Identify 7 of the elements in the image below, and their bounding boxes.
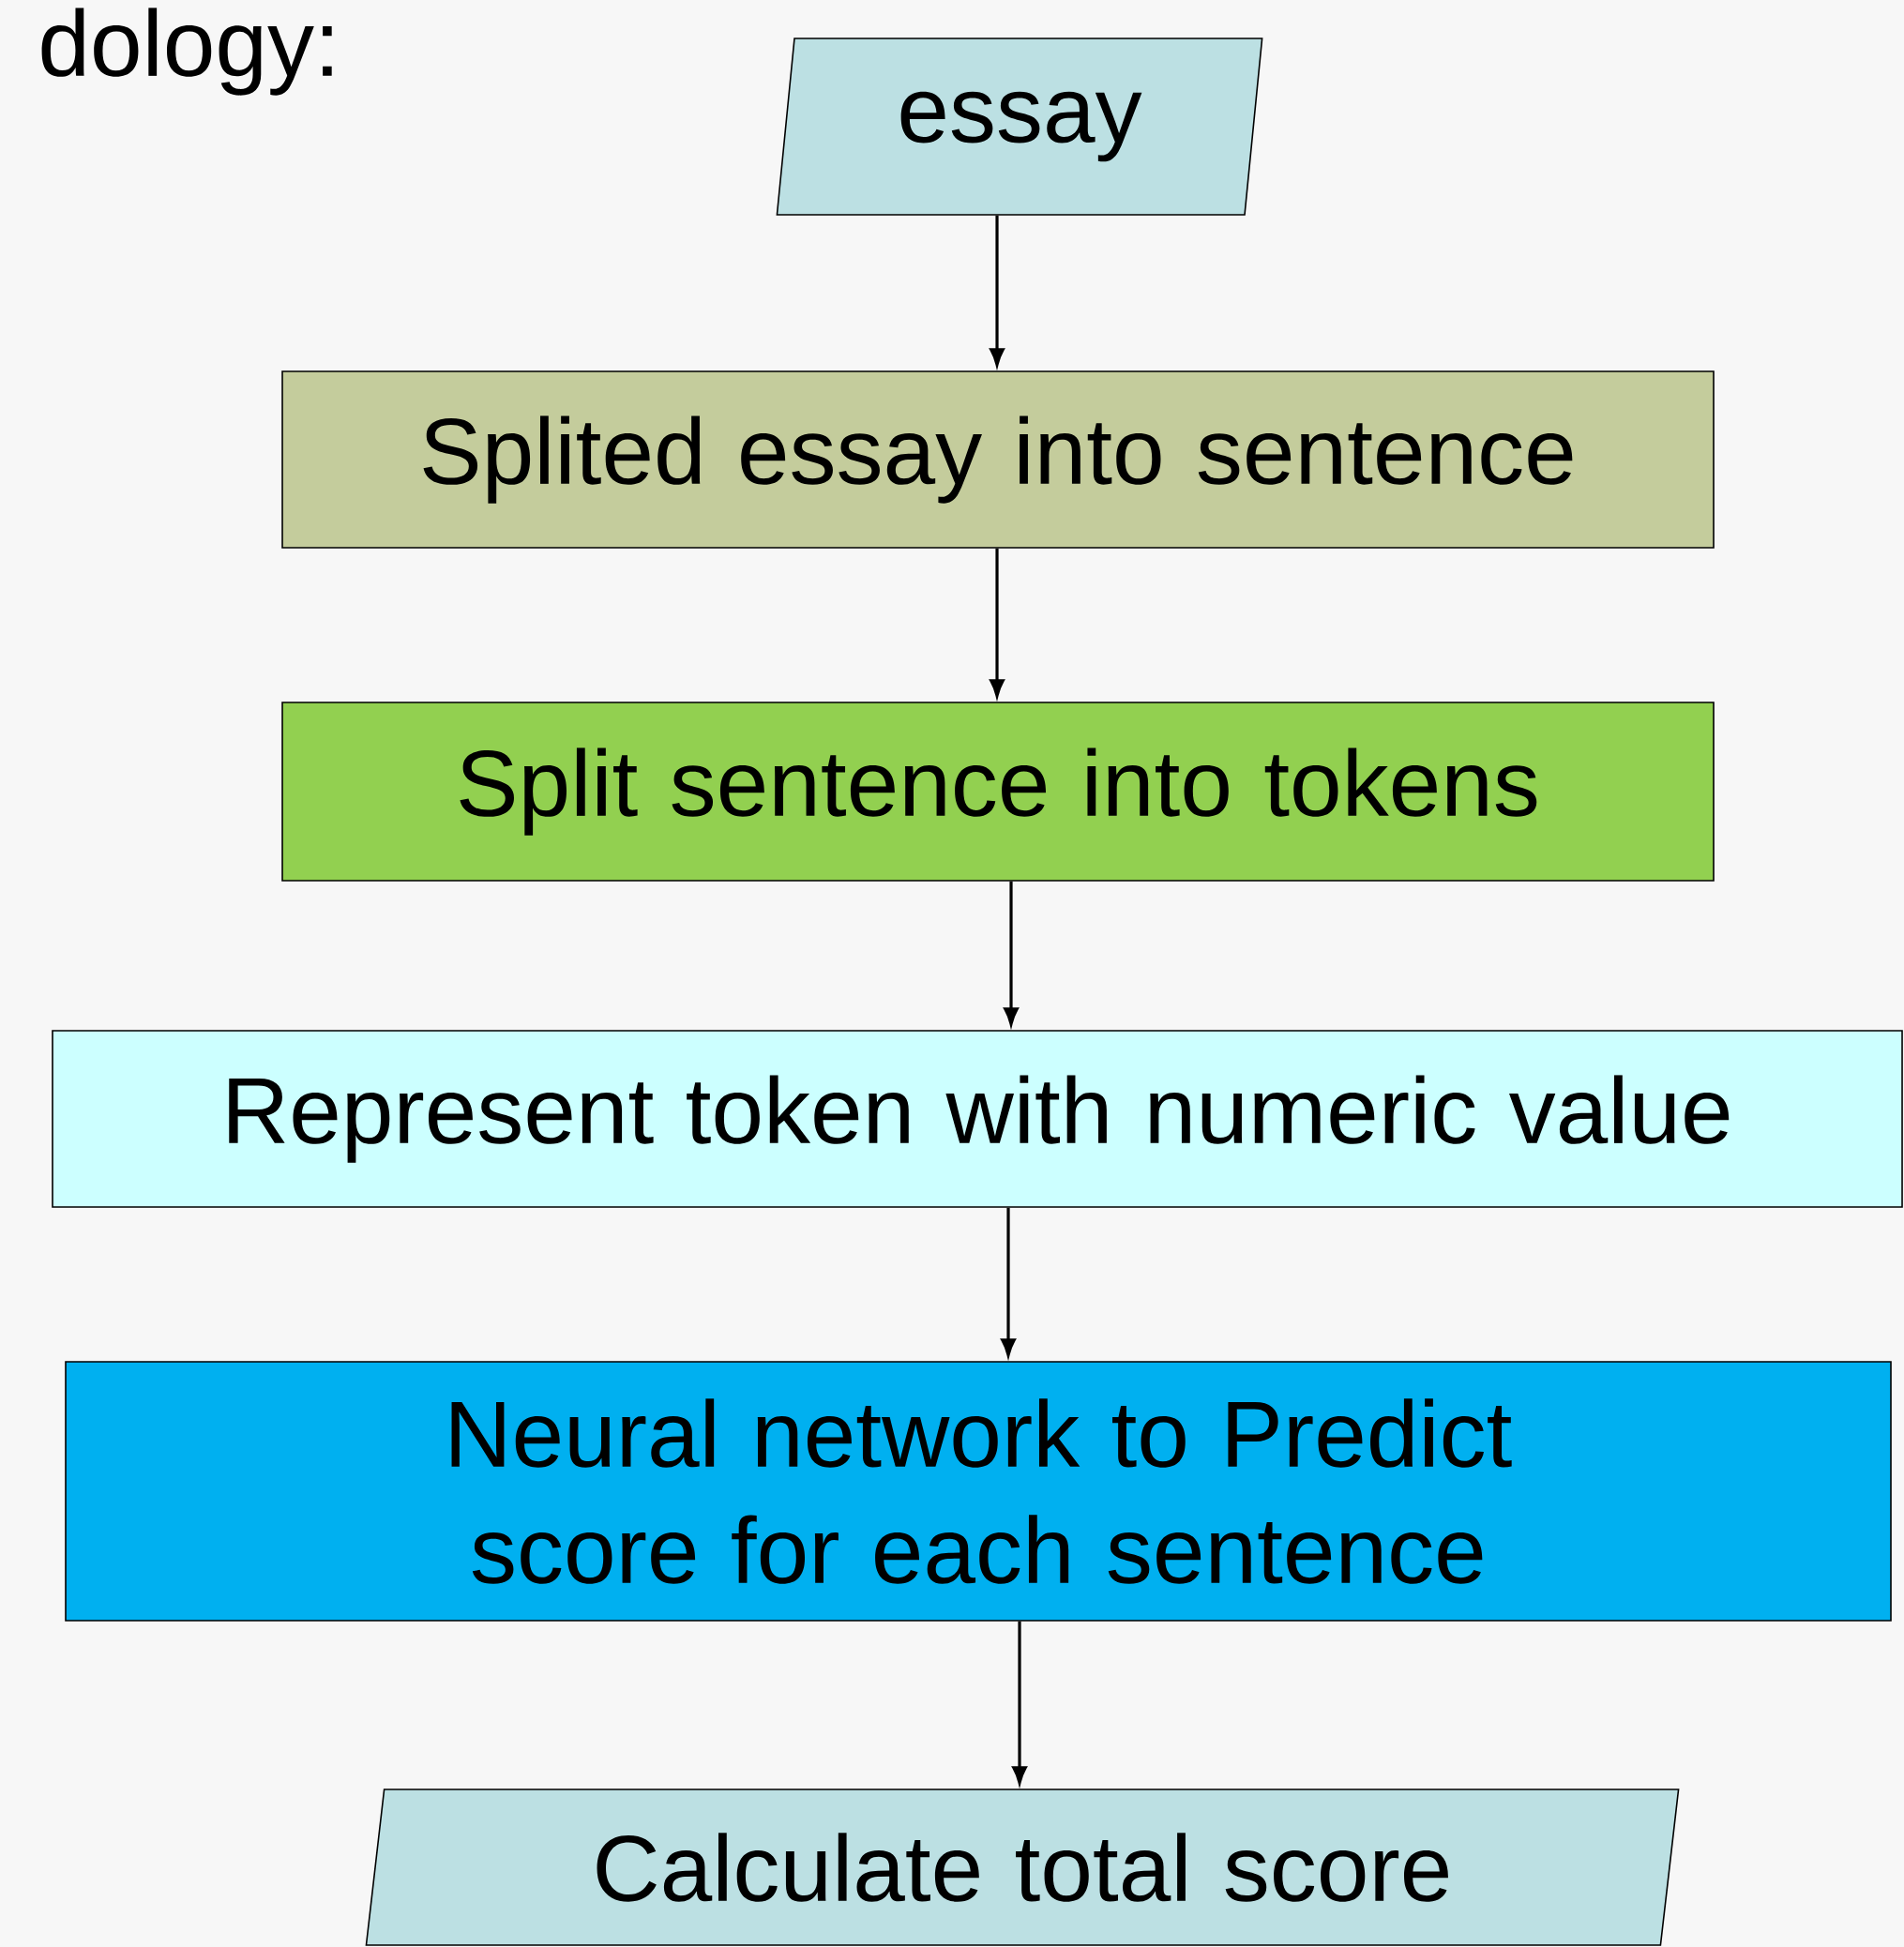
input-output-parallelogram: Calculate total score (365, 1789, 1680, 1946)
process-box: Represent token with numeric value (52, 1030, 1903, 1208)
heading-text: dology: (41, 8, 332, 96)
input-output-parallelogram: essay (776, 38, 1263, 216)
process-box: Splited essay into sentence (281, 370, 1715, 549)
process-box: Split sentence into tokens (281, 702, 1715, 882)
process-box: Neural network to Predict score for each sentence (65, 1361, 1892, 1622)
